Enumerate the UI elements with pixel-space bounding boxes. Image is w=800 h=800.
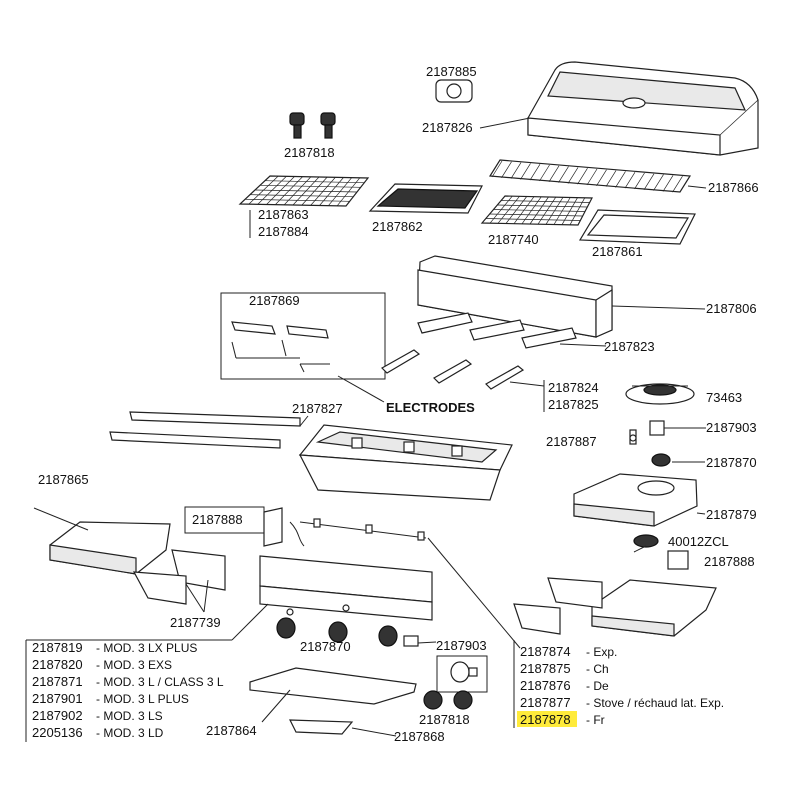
stove-legend: 2187874 - Exp. 2187875 - Ch 2187876 - De 21878…	[520, 644, 724, 727]
drip-pan-part	[249, 667, 417, 705]
label-2187864: 2187864	[206, 723, 257, 738]
bracket-part-right	[667, 550, 689, 570]
model-description: - MOD. 3 L / CLASS 3 L	[96, 675, 224, 689]
model-part-number: 2187820	[32, 657, 83, 672]
label-2187863: 2187863	[258, 207, 309, 222]
label-2187827: 2187827	[292, 401, 343, 416]
label-2187879: 2187879	[706, 507, 757, 522]
side-burner-part	[625, 383, 695, 405]
models-legend: 2187819 - MOD. 3 LX PLUS 2187820 - MOD. 3 E…	[32, 640, 224, 740]
model-part-number: 2187871	[32, 674, 83, 689]
label-2187818-bottom: 2187818	[419, 712, 470, 727]
valve-part-bottom	[403, 635, 419, 647]
label-2187862: 2187862	[372, 219, 423, 234]
firebox-part	[298, 424, 513, 501]
knob-detail-part	[450, 661, 478, 683]
gas-regulator-part	[633, 534, 659, 553]
stove-part-number: 2187877	[520, 695, 571, 710]
control-panel-part	[259, 555, 433, 621]
flame-tamers-part	[417, 312, 577, 349]
highlight-box	[517, 711, 577, 727]
foot-part-bottom	[423, 690, 473, 710]
electrode-brackets-part	[231, 321, 330, 373]
label-2187868: 2187868	[394, 729, 445, 744]
stove-part-number: 2187876	[520, 678, 571, 693]
label-2187870-bottom: 2187870	[300, 639, 351, 654]
label-2187870-right: 2187870	[706, 455, 757, 470]
stove-part-number: 2187878	[520, 712, 571, 727]
label-2187903-bottom: 2187903	[436, 638, 487, 653]
right-shelf-brackets-part	[513, 577, 603, 635]
knob-part-right	[651, 453, 671, 467]
label-2187823: 2187823	[604, 339, 655, 354]
model-description: - MOD. 3 EXS	[96, 658, 172, 672]
knob-part-bottom	[276, 617, 398, 647]
valve-part-right	[649, 420, 706, 436]
label-2187740: 2187740	[488, 232, 539, 247]
back-panel-part	[417, 255, 613, 338]
label-2187887: 2187887	[546, 434, 597, 449]
stove-description: - Ch	[586, 662, 609, 676]
label-2187865: 2187865	[38, 472, 89, 487]
lid-part	[527, 61, 759, 156]
stove-description: - Stove / réchaud lat. Exp.	[586, 696, 724, 710]
label-2187739: 2187739	[170, 615, 221, 630]
electrodes-box	[220, 292, 386, 380]
label-2187826: 2187826	[422, 120, 473, 135]
stove-part-number: 2187875	[520, 661, 571, 676]
stove-description: - Exp.	[586, 645, 617, 659]
model-description: - MOD. 3 LS	[96, 709, 163, 723]
burner-tube-bracket-part	[263, 507, 427, 547]
label-2187888-left: 2187888	[192, 512, 243, 527]
label-2187869: 2187869	[249, 293, 300, 308]
label-2187866: 2187866	[708, 180, 759, 195]
side-rails-part	[109, 411, 301, 449]
label-2187885: 2187885	[426, 64, 477, 79]
side-burner-table-part	[573, 473, 698, 527]
burners-part	[381, 349, 525, 390]
label-40012ZCL: 40012ZCL	[668, 534, 729, 549]
model-part-number: 2187901	[32, 691, 83, 706]
grease-cup-part	[289, 719, 354, 735]
label-2187888-right: 2187888	[704, 554, 755, 569]
label-2187884: 2187884	[258, 224, 309, 239]
model-description: - MOD. 3 LD	[96, 726, 164, 740]
electrodes-label: ELECTRODES	[386, 400, 475, 415]
stove-description: - Fr	[586, 713, 605, 727]
model-part-number: 2187819	[32, 640, 83, 655]
stove-description: - De	[586, 679, 609, 693]
left-side-shelf-part	[49, 521, 171, 575]
label-2187806: 2187806	[706, 301, 757, 316]
bolt-part-top	[289, 112, 336, 139]
griddle-plate-part	[368, 183, 483, 214]
warming-rack-part	[488, 159, 692, 193]
model-description: - MOD. 3 L PLUS	[96, 692, 189, 706]
shelf-brackets-part	[132, 549, 226, 605]
model-part-number: 2187902	[32, 708, 83, 723]
stove-part-number: 2187874	[520, 644, 571, 659]
model-part-number: 2205136	[32, 725, 83, 740]
igniter-part	[629, 429, 637, 445]
label-2187825: 2187825	[548, 397, 599, 412]
label-2187903-right: 2187903	[706, 420, 757, 435]
label-2187861: 2187861	[592, 244, 643, 259]
label-2187818-top: 2187818	[284, 145, 335, 160]
label-2187824: 2187824	[548, 380, 599, 395]
right-side-shelf-part	[591, 579, 717, 637]
thermometer-part	[435, 79, 473, 103]
label-73463: 73463	[706, 390, 742, 405]
cast-iron-grid-part	[238, 175, 370, 207]
flat-plate-part	[578, 209, 696, 245]
grill-grid-part	[480, 195, 593, 226]
model-description: - MOD. 3 LX PLUS	[96, 641, 197, 655]
